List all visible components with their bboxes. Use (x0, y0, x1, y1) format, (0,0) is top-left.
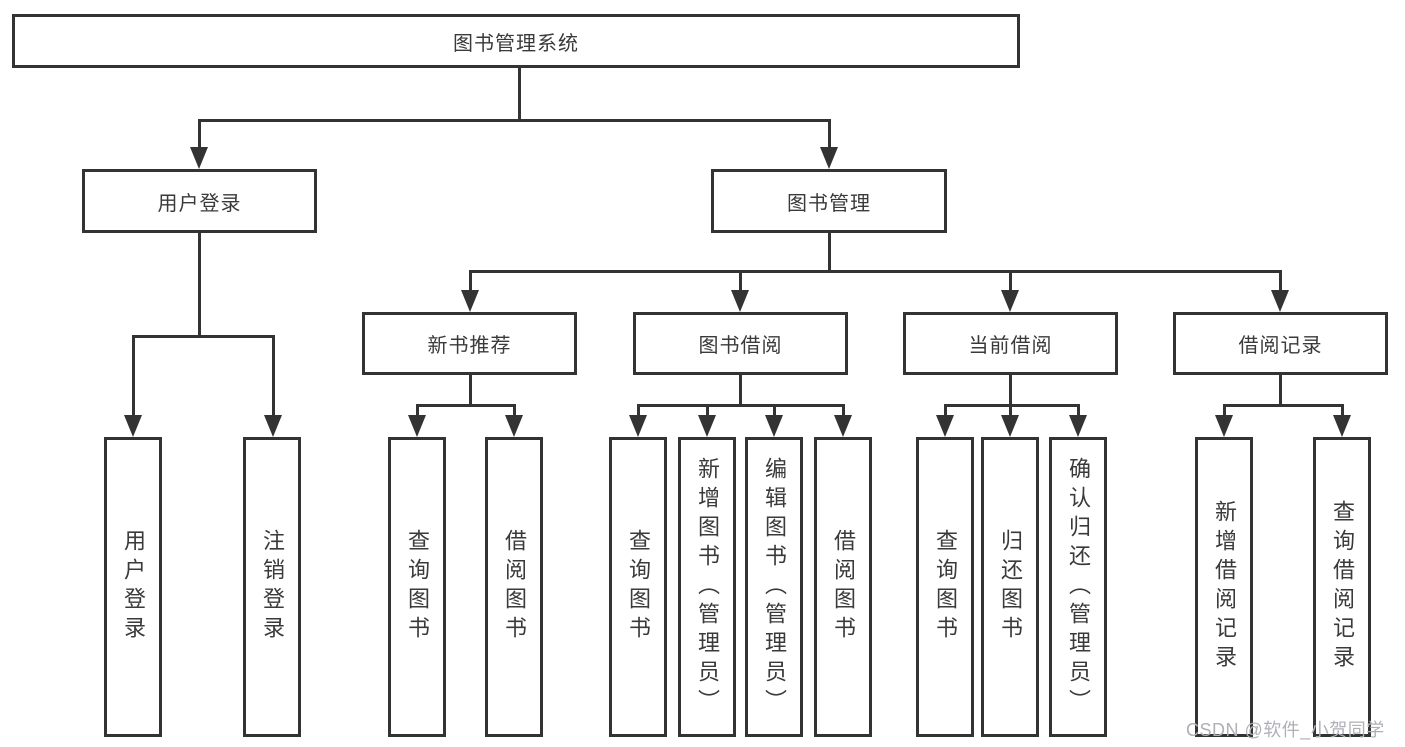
node-label: 借阅图书 (502, 529, 527, 645)
connector-arrow (820, 147, 838, 169)
connector-arrow (264, 415, 282, 437)
node-label: 新书推荐 (427, 335, 512, 357)
node-l4-add-borrow-record: 新增借阅记录 (1195, 437, 1253, 737)
connector-line (1279, 375, 1282, 407)
node-l4-return-books: 归还图书 (981, 437, 1039, 737)
node-label: 注销登录 (260, 529, 285, 645)
node-l4-borrow-books: 借阅图书 (814, 437, 872, 737)
node-label: 编辑图书（管理员） (762, 456, 787, 718)
connector-arrow (834, 415, 852, 437)
node-l4-edit-books-admin: 编辑图书（管理员） (745, 437, 803, 737)
node-user-login-group: 用户登录 (82, 169, 317, 233)
node-label: 用户登录 (121, 529, 146, 645)
connector-arrow (1069, 415, 1087, 437)
connector-line (469, 270, 472, 293)
node-label: 归还图书 (998, 529, 1023, 645)
connector-arrow (505, 415, 523, 437)
connector-line (637, 404, 845, 407)
connector-arrow (1271, 290, 1289, 312)
connector-arrow (1215, 415, 1233, 437)
connector-line (416, 404, 419, 418)
connector-line (272, 335, 275, 418)
node-label: 查询图书 (405, 529, 430, 645)
connector-line (944, 404, 947, 418)
node-label: 借阅记录 (1238, 335, 1323, 357)
node-new-book-recommend: 新书推荐 (362, 312, 577, 375)
connector-arrow (1333, 415, 1351, 437)
node-label: 图书管理系统 (453, 32, 579, 55)
node-l4-query-books-recommend: 查询图书 (388, 437, 446, 737)
node-label: 图书管理 (787, 192, 871, 215)
connector-arrow (461, 290, 479, 312)
node-l4-add-books-admin: 新增图书（管理员） (678, 437, 736, 737)
node-l4-query-books-borrow: 查询图书 (609, 437, 667, 737)
connector-line (198, 119, 831, 122)
connector-line (1077, 404, 1080, 418)
connector-arrow (408, 415, 426, 437)
connector-line (469, 270, 1282, 273)
connector-line (132, 335, 275, 338)
node-label: 当前借阅 (968, 335, 1053, 357)
connector-arrow (1001, 290, 1019, 312)
connector-arrow (936, 415, 954, 437)
node-label: 借阅图书 (831, 529, 856, 645)
connector-arrow (765, 415, 783, 437)
connector-line (1009, 375, 1012, 407)
node-book-management: 图书管理 (711, 169, 947, 233)
node-library-management-system: 图书管理系统 (12, 14, 1020, 68)
connector-arrow (731, 290, 749, 312)
node-book-borrowing: 图书借阅 (633, 312, 848, 375)
connector-line (739, 375, 742, 407)
node-label: 确认归还（管理员） (1066, 456, 1091, 718)
node-l4-user-login: 用户登录 (104, 437, 162, 737)
connector-line (842, 404, 845, 418)
connector-line (469, 375, 472, 407)
node-label: 用户登录 (157, 192, 242, 215)
connector-line (1009, 270, 1012, 293)
node-label: 新增图书（管理员） (695, 456, 720, 718)
node-l4-confirm-return-admin: 确认归还（管理员） (1049, 437, 1107, 737)
connector-line (637, 404, 640, 418)
connector-line (1223, 404, 1226, 418)
connector-line (828, 119, 831, 152)
node-l4-borrow-books-recommend: 借阅图书 (485, 437, 543, 737)
connector-arrow (1001, 415, 1019, 437)
connector-line (198, 233, 201, 338)
node-l4-query-books-current: 查询图书 (916, 437, 974, 737)
node-current-borrowing: 当前借阅 (903, 312, 1118, 375)
connector-line (773, 404, 776, 418)
connector-line (1223, 404, 1344, 407)
connector-arrow (124, 415, 142, 437)
connector-line (739, 270, 742, 293)
connector-line (198, 119, 201, 152)
csdn-watermark: CSDN @软件_小贺同学 (1186, 720, 1385, 740)
connector-line (518, 68, 521, 121)
connector-line (828, 233, 831, 273)
node-l4-query-borrow-record: 查询借阅记录 (1313, 437, 1371, 737)
node-l4-logout: 注销登录 (243, 437, 301, 737)
connector-line (132, 335, 135, 418)
connector-arrow (629, 415, 647, 437)
connector-line (706, 404, 709, 418)
node-label: 新增借阅记录 (1212, 500, 1237, 674)
node-borrow-records: 借阅记录 (1173, 312, 1388, 375)
connector-arrow (698, 415, 716, 437)
connector-line (416, 404, 516, 407)
connector-line (944, 404, 1080, 407)
node-label: 查询图书 (626, 529, 651, 645)
connector-arrow (190, 147, 208, 169)
connector-line (1009, 404, 1012, 418)
connector-line (1279, 270, 1282, 293)
node-label: 图书借阅 (698, 335, 783, 357)
connector-line (1341, 404, 1344, 418)
node-label: 查询借阅记录 (1330, 500, 1355, 674)
connector-line (513, 404, 516, 418)
node-label: 查询图书 (933, 529, 958, 645)
